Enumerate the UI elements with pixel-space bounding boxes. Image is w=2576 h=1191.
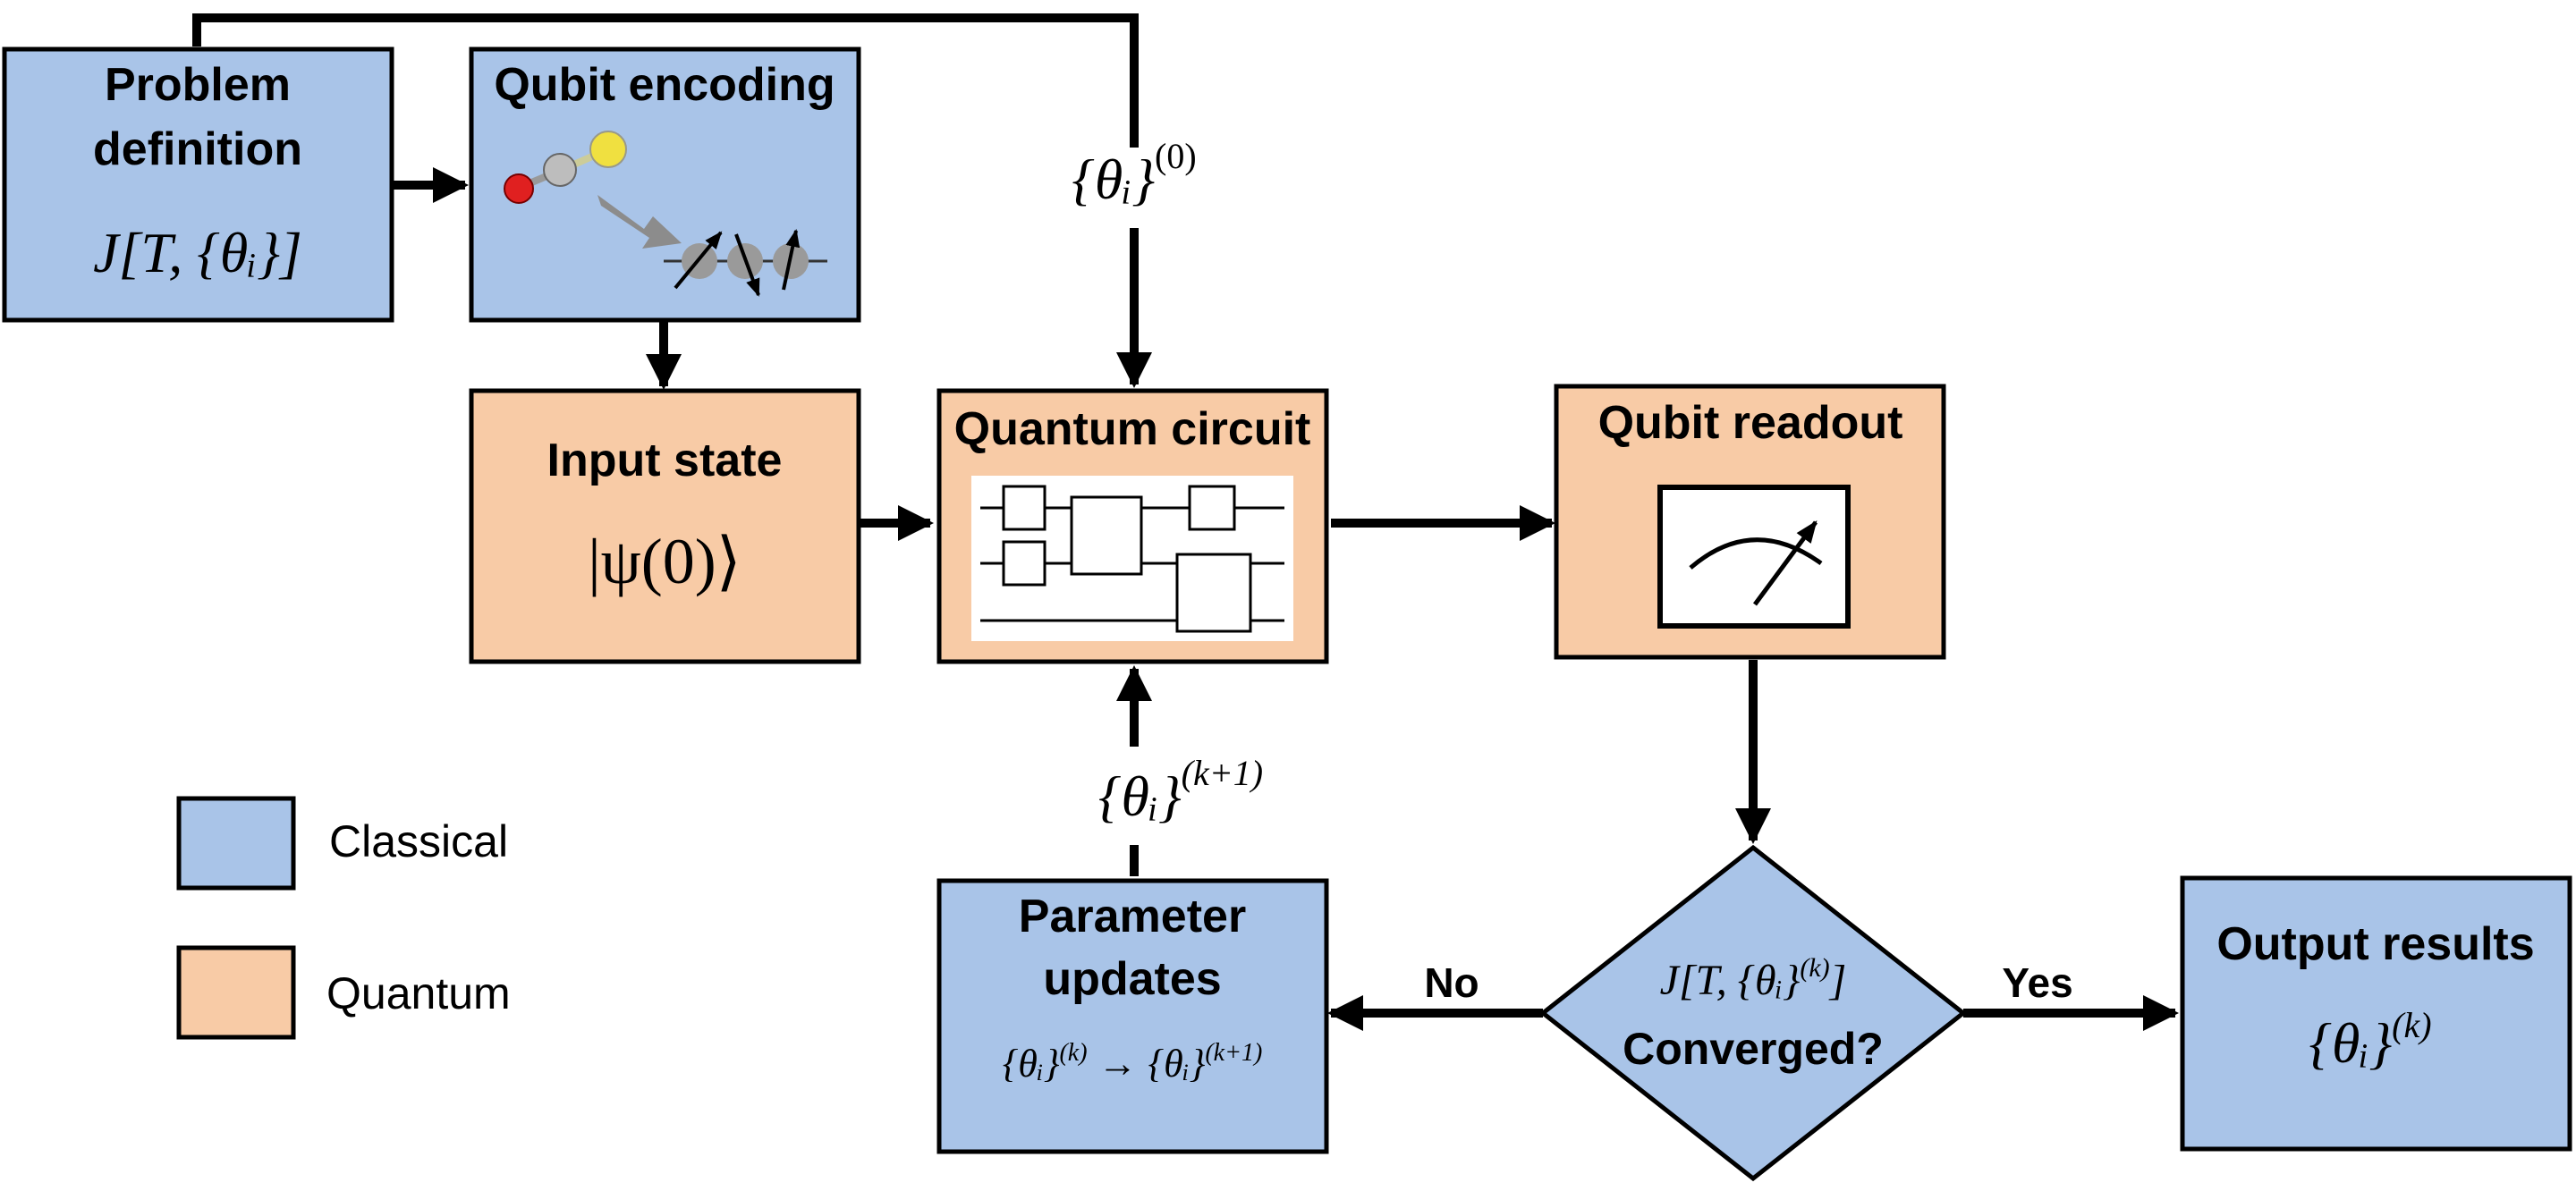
output-title: Output results <box>2216 918 2534 970</box>
circuit-icon <box>971 476 1293 641</box>
spin-chain-icon <box>664 229 827 297</box>
parameter-updates-box: Parameter updates {θᵢ}(k)→{θᵢ}(k+1) <box>936 878 1329 1154</box>
readout-title: Qubit readout <box>1598 397 1903 449</box>
meter-icon <box>1657 485 1851 629</box>
updated-params-label: {θᵢ}(k+1) <box>1098 753 1263 828</box>
initial-params-label: {θᵢ}(0) <box>1072 136 1196 211</box>
updates-formula: {θᵢ}(k)→{θᵢ}(k+1) <box>1003 1039 1263 1085</box>
qubit-encoding-box: Qubit encoding <box>469 46 861 323</box>
convergence-question: Converged? <box>1623 1024 1884 1074</box>
updates-title-line1: Parameter <box>1019 891 1246 942</box>
legend-label-classical: Classical <box>329 816 508 866</box>
legend-swatch-quantum <box>176 945 296 1040</box>
legend-item-classical: Classical <box>176 796 508 891</box>
qubit-readout-box: Qubit readout <box>1554 384 1946 660</box>
molecule-icon <box>504 131 627 204</box>
convergence-formula: J[T, {θᵢ}(k)] <box>1660 953 1847 1004</box>
input-state-title: Input state <box>547 435 783 486</box>
edge-problem-to-circuit <box>192 13 1139 148</box>
output-formula: {θᵢ}(k) <box>2309 1005 2431 1075</box>
convergence-decision: J[T, {θᵢ}(k)] Converged? <box>1538 844 1968 1182</box>
problem-definition-box: Problem definition J[T, {θᵢ}] <box>2 46 394 323</box>
transform-arrow-icon <box>597 195 682 249</box>
yes-label: Yes <box>2002 959 2072 1006</box>
no-label: No <box>1424 959 1479 1006</box>
edges <box>192 13 2179 1031</box>
legend-label-quantum: Quantum <box>326 968 511 1018</box>
problem-formula: J[T, {θᵢ}] <box>93 221 302 284</box>
encoding-title: Qubit encoding <box>494 59 835 111</box>
problem-title-line2: definition <box>93 123 302 175</box>
input-state-formula: |ψ(0)⟩ <box>588 526 741 597</box>
quantum-circuit-box: Quantum circuit <box>936 388 1329 664</box>
input-state-box: Input state |ψ(0)⟩ <box>469 388 861 664</box>
problem-title-line1: Problem <box>105 59 291 111</box>
legend-swatch-classical <box>176 796 296 891</box>
output-results-box: Output results {θᵢ}(k) <box>2180 875 2572 1152</box>
legend: Classical Quantum <box>176 796 511 1040</box>
legend-item-quantum: Quantum <box>176 945 511 1040</box>
updates-title-line2: updates <box>1043 953 1221 1005</box>
circuit-title: Quantum circuit <box>954 403 1311 455</box>
